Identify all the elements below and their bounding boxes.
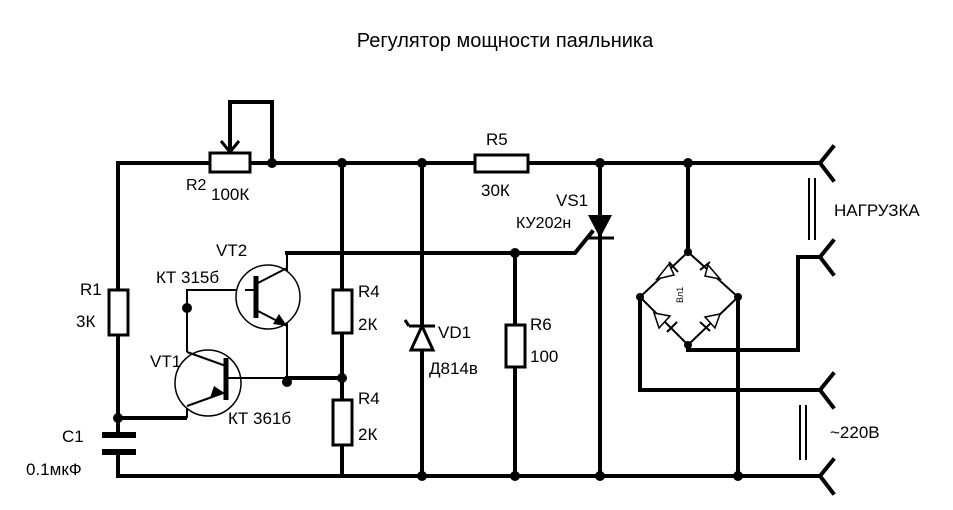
transistor-vt2: VT2 КТ 315б xyxy=(156,241,301,330)
svg-text:2К: 2К xyxy=(358,315,377,334)
transistor-vt1: VT1 КТ 361б xyxy=(150,349,291,428)
svg-text:2К: 2К xyxy=(358,425,377,444)
mains-terminal-label: ~220В xyxy=(830,423,880,442)
zener-diode-vd1: VD1 Д814в xyxy=(403,319,478,378)
svg-text:R2: R2 xyxy=(186,177,207,194)
svg-text:C1: C1 xyxy=(62,427,84,446)
wires xyxy=(116,100,822,478)
svg-text:100: 100 xyxy=(530,347,558,366)
svg-text:КУ202н: КУ202н xyxy=(516,215,571,232)
svg-text:Д814в: Д814в xyxy=(429,359,478,378)
resistor-r2: R2 100К xyxy=(186,138,252,204)
resistor-r6: R6 100 xyxy=(504,315,558,369)
resistor-r5: R5 30К xyxy=(473,130,530,200)
svg-text:3К: 3К xyxy=(76,312,95,331)
svg-text:VT1: VT1 xyxy=(150,352,181,371)
svg-text:Вл1: Вл1 xyxy=(675,287,685,303)
svg-text:0.1мкФ: 0.1мкФ xyxy=(26,460,82,479)
load-terminal-label: НАГРУЗКА xyxy=(834,201,920,220)
resistor-r1: R1 3К xyxy=(76,280,130,337)
thyristor-vs1: VS1 КУ202н xyxy=(516,191,614,240)
svg-text:VD1: VD1 xyxy=(438,323,471,342)
svg-text:100К: 100К xyxy=(211,185,249,204)
svg-text:R1: R1 xyxy=(80,280,102,299)
resistor-r4-lower: R4 2К xyxy=(331,389,380,447)
svg-text:R4: R4 xyxy=(358,389,380,408)
resistor-r4-upper: R4 2К xyxy=(331,282,380,335)
svg-text:R6: R6 xyxy=(530,315,552,334)
junction-dots xyxy=(113,158,743,481)
svg-text:VT2: VT2 xyxy=(216,241,247,260)
svg-text:КТ 315б: КТ 315б xyxy=(156,268,219,287)
svg-text:VS1: VS1 xyxy=(556,191,588,210)
capacitor-c1: C1 0.1мкФ xyxy=(26,427,136,479)
diode-bridge: Вл1 xyxy=(638,250,740,347)
terminals: НАГРУЗКА ~220В xyxy=(799,144,920,496)
svg-text:R4: R4 xyxy=(358,282,380,301)
svg-text:R5: R5 xyxy=(486,130,508,149)
svg-text:КТ 361б: КТ 361б xyxy=(228,409,291,428)
diagram-title: Регулятор мощности паяльника xyxy=(357,30,654,52)
svg-text:30К: 30К xyxy=(481,181,510,200)
